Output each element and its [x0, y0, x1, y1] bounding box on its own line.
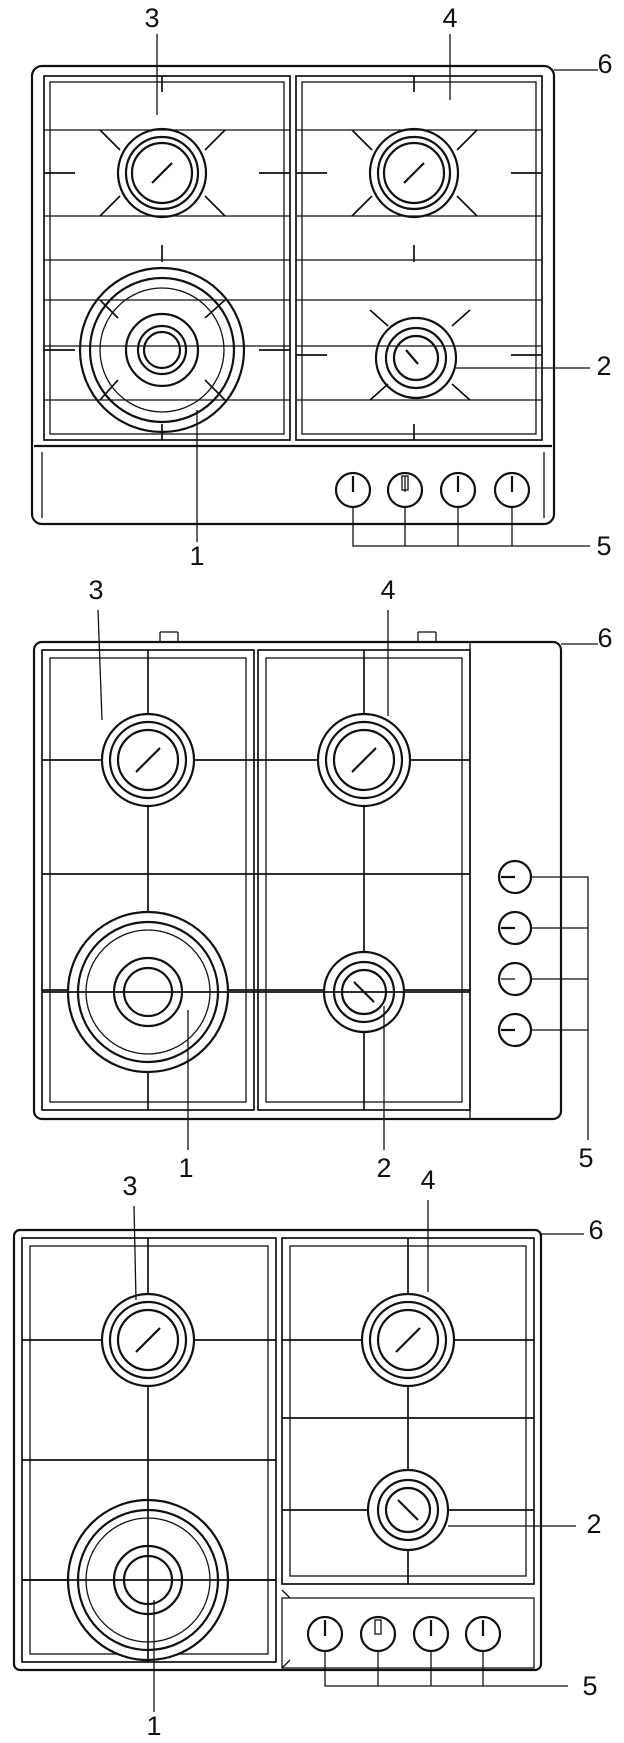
label-part-5-a: 5 [596, 531, 611, 561]
label-part-5-c: 5 [582, 1671, 597, 1701]
label-burner-2-b: 2 [376, 1153, 391, 1183]
label-part-5-b: 5 [578, 1143, 593, 1173]
control-knobs-b [497, 859, 533, 1048]
label-burner-4-b: 4 [380, 575, 395, 605]
cooktop-body-c [12, 1228, 543, 1672]
label-burner-1-a: 1 [189, 541, 204, 571]
grate-left-a [43, 75, 291, 441]
label-burner-3-a: 3 [144, 3, 159, 33]
grate-left-c [21, 1237, 277, 1663]
label-burner-2-a: 2 [596, 351, 611, 381]
label-part-6-a: 6 [597, 49, 612, 79]
label-burner-1-b: 1 [178, 1153, 193, 1183]
label-part-6-b: 6 [597, 623, 612, 653]
grate-right-a [295, 75, 543, 441]
control-knobs-a [334, 471, 531, 509]
control-knobs-c [306, 1615, 502, 1653]
label-burner-3-c: 3 [122, 1171, 137, 1201]
hob-diagram-b [32, 609, 598, 1150]
label-burner-4-a: 4 [442, 3, 457, 33]
cooktop-body-a [30, 64, 556, 526]
label-burner-3-b: 3 [88, 575, 103, 605]
callout-labels: 3 4 6 2 1 5 3 4 6 5 1 2 3 4 6 2 1 5 [88, 3, 612, 1741]
label-part-6-c: 6 [588, 1215, 603, 1245]
label-burner-4-c: 4 [420, 1165, 435, 1195]
hob-diagram-a [30, 34, 598, 547]
label-burner-1-c: 1 [146, 1711, 161, 1741]
cooktop-body-b [32, 640, 563, 1121]
label-burner-2-c: 2 [586, 1509, 601, 1539]
hob-diagram-c [12, 1200, 584, 1712]
